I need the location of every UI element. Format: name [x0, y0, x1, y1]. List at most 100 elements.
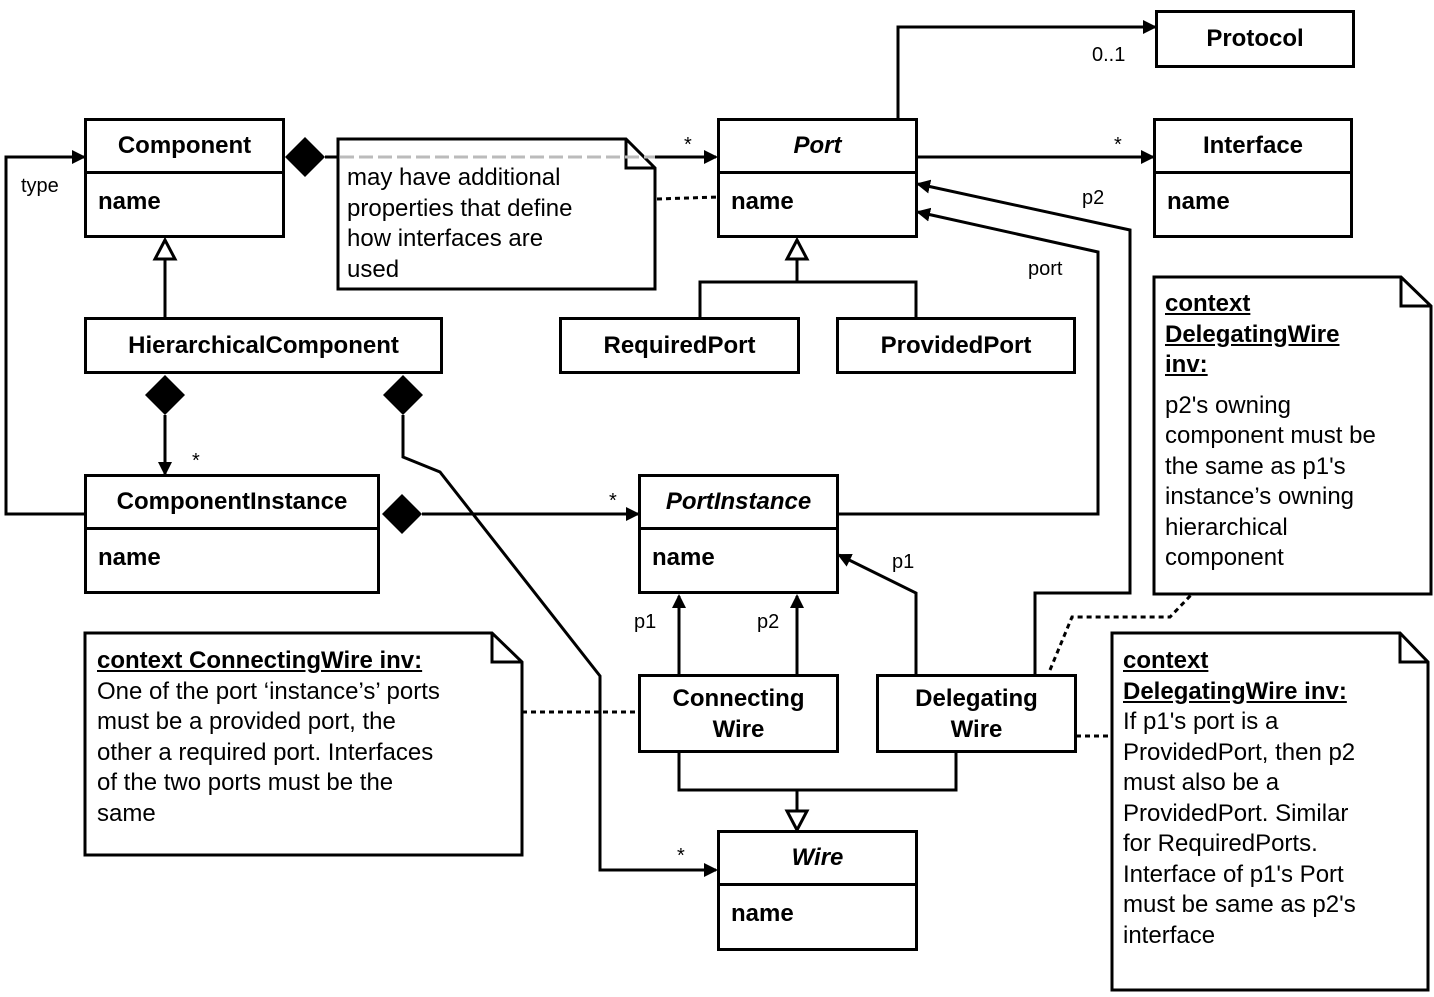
- note-connecting-line: One of the port ‘instance’s’ ports: [97, 677, 440, 705]
- note-connecting-line: same: [97, 799, 156, 827]
- label-p1-delegating: p1: [892, 551, 915, 573]
- note-delegating-2-line: must be same as p2's: [1123, 891, 1356, 918]
- note-fold-port: [624, 139, 655, 170]
- note-delegating-wire-2: context DelegatingWire inv: If p1's port…: [1123, 646, 1423, 951]
- note-connecting-title: context ConnectingWire inv:: [97, 647, 423, 674]
- composition-diamond-component: [285, 137, 325, 177]
- class-interface: Interface name: [1153, 118, 1353, 238]
- generalization-triangle-component: [152, 236, 178, 261]
- note-delegating-1-title: DelegatingWire: [1165, 320, 1340, 348]
- note-delegating-1-line: hierarchical: [1165, 513, 1288, 541]
- note-port: may have additional properties that defi…: [347, 163, 647, 285]
- edge-delegating-port-p2: [916, 179, 1132, 674]
- note-delegating-1-line: component must be: [1165, 422, 1376, 449]
- generalization-triangle-port: [784, 236, 810, 261]
- class-hierarchical-component: HierarchicalComponent: [84, 317, 443, 374]
- class-hierarchical-component-name: HierarchicalComponent: [128, 331, 399, 359]
- class-delegating-wire: Delegating Wire: [876, 674, 1077, 753]
- class-protocol-name: Protocol: [1206, 25, 1304, 52]
- edge-instance-type-component: [4, 150, 86, 516]
- note-delegating-2-line: ProvidedPort. Similar: [1123, 799, 1349, 827]
- edge-port-protocol: [896, 20, 1157, 120]
- label-p2-port: p2: [1082, 187, 1105, 209]
- class-protocol: Protocol: [1155, 10, 1355, 68]
- class-port: Port name: [717, 118, 918, 238]
- class-connecting-wire-line1: Connecting: [672, 684, 805, 712]
- note-frame-connecting: [83, 631, 524, 857]
- class-connecting-wire: Connecting Wire: [638, 674, 839, 753]
- class-wire-attr: name: [731, 900, 794, 927]
- note-fold-delegating-1: [1399, 277, 1431, 308]
- note-port-line: used: [347, 255, 400, 283]
- class-port-instance-name: PortInstance: [641, 477, 836, 530]
- class-delegating-wire-line2: Wire: [950, 715, 1003, 743]
- class-delegating-wire-line1: Delegating: [915, 684, 1038, 712]
- note-anchor-port: [656, 195, 719, 201]
- class-port-instance: PortInstance name: [638, 474, 839, 594]
- note-delegating-2-line: for RequiredPorts.: [1123, 830, 1318, 857]
- note-connecting-wire: context ConnectingWire inv: One of the p…: [97, 646, 517, 829]
- edge-portinstance-port: [839, 207, 1100, 516]
- note-connecting-line: of the two ports must be the: [97, 769, 394, 796]
- class-component-attr: name: [98, 188, 161, 215]
- note-delegating-1-line: instance’s owning: [1165, 483, 1355, 510]
- class-port-attr: name: [731, 188, 794, 215]
- class-provided-port-name: ProvidedPort: [880, 331, 1032, 359]
- class-component: Component name: [84, 118, 285, 238]
- label-protocol-multiplicity: 0..1: [1092, 44, 1126, 66]
- class-wire: Wire name: [717, 830, 918, 951]
- class-component-instance: ComponentInstance name: [84, 474, 380, 594]
- edge-hierarchical-wire: [401, 415, 718, 877]
- note-delegating-1-line: p2's owning: [1165, 391, 1291, 419]
- class-port-instance-attr: name: [652, 544, 715, 571]
- class-required-port-name: RequiredPort: [603, 331, 756, 359]
- note-delegating-2-line: must also be a: [1123, 769, 1280, 796]
- note-port-line: properties that define: [347, 194, 573, 222]
- note-frame-port: [336, 137, 657, 291]
- note-delegating-2-line: ProvidedPort, then p2: [1123, 738, 1356, 766]
- label-port-port: port: [1028, 258, 1063, 280]
- label-interface-multiplicity: *: [1114, 134, 1122, 156]
- class-provided-port: ProvidedPort: [836, 317, 1076, 374]
- note-delegating-2-line: If p1's port is a: [1123, 708, 1279, 735]
- note-delegating-wire-1: context DelegatingWire inv: p2's owning …: [1165, 289, 1425, 574]
- class-port-name: Port: [720, 121, 915, 174]
- note-connecting-line: other a required port. Interfaces: [97, 738, 434, 766]
- note-delegating-1-line: component: [1165, 544, 1284, 571]
- class-connecting-wire-line2: Wire: [712, 715, 765, 743]
- class-interface-attr: name: [1167, 188, 1230, 215]
- note-port-line: may have additional: [347, 164, 561, 191]
- note-port-line: how interfaces are: [347, 225, 544, 252]
- label-wire-multiplicity: *: [677, 845, 685, 867]
- class-component-instance-name: ComponentInstance: [87, 477, 377, 530]
- composition-diamond-hierarchical-wire: [383, 375, 423, 415]
- class-component-instance-attr: name: [98, 544, 161, 571]
- class-wire-name: Wire: [720, 833, 915, 886]
- note-frame-delegating-2: [1110, 631, 1430, 992]
- generalization-triangle-wire: [784, 809, 810, 834]
- label-instance-multiplicity: *: [192, 450, 200, 472]
- label-type: type: [21, 175, 59, 197]
- edge-port-generalization: [698, 240, 918, 318]
- label-port-multiplicity: *: [684, 134, 692, 156]
- note-connecting-line: must be a provided port, the: [97, 708, 396, 735]
- note-delegating-2-title: DelegatingWire inv:: [1123, 677, 1347, 705]
- composition-diamond-instance: [382, 494, 422, 534]
- note-delegating-1-title: inv:: [1165, 351, 1208, 378]
- note-fold-connecting: [490, 633, 522, 664]
- note-frame-delegating-1: [1152, 275, 1433, 596]
- note-delegating-2-line: interface: [1123, 921, 1216, 949]
- note-anchor-delegating-1: [1048, 592, 1194, 671]
- label-p1-connecting: p1: [634, 611, 657, 633]
- class-interface-name: Interface: [1156, 121, 1350, 174]
- label-p2-connecting: p2: [757, 611, 780, 633]
- edge-wire-generalization: [677, 752, 958, 812]
- class-component-name: Component: [87, 121, 282, 174]
- class-required-port: RequiredPort: [559, 317, 800, 374]
- note-delegating-2-line: Interface of p1's Port: [1123, 860, 1344, 888]
- composition-diamond-hierarchical-instance: [145, 375, 185, 415]
- label-portinstance-multiplicity: *: [609, 490, 617, 512]
- note-fold-delegating-2: [1398, 633, 1428, 664]
- note-delegating-1-title: context: [1165, 290, 1251, 317]
